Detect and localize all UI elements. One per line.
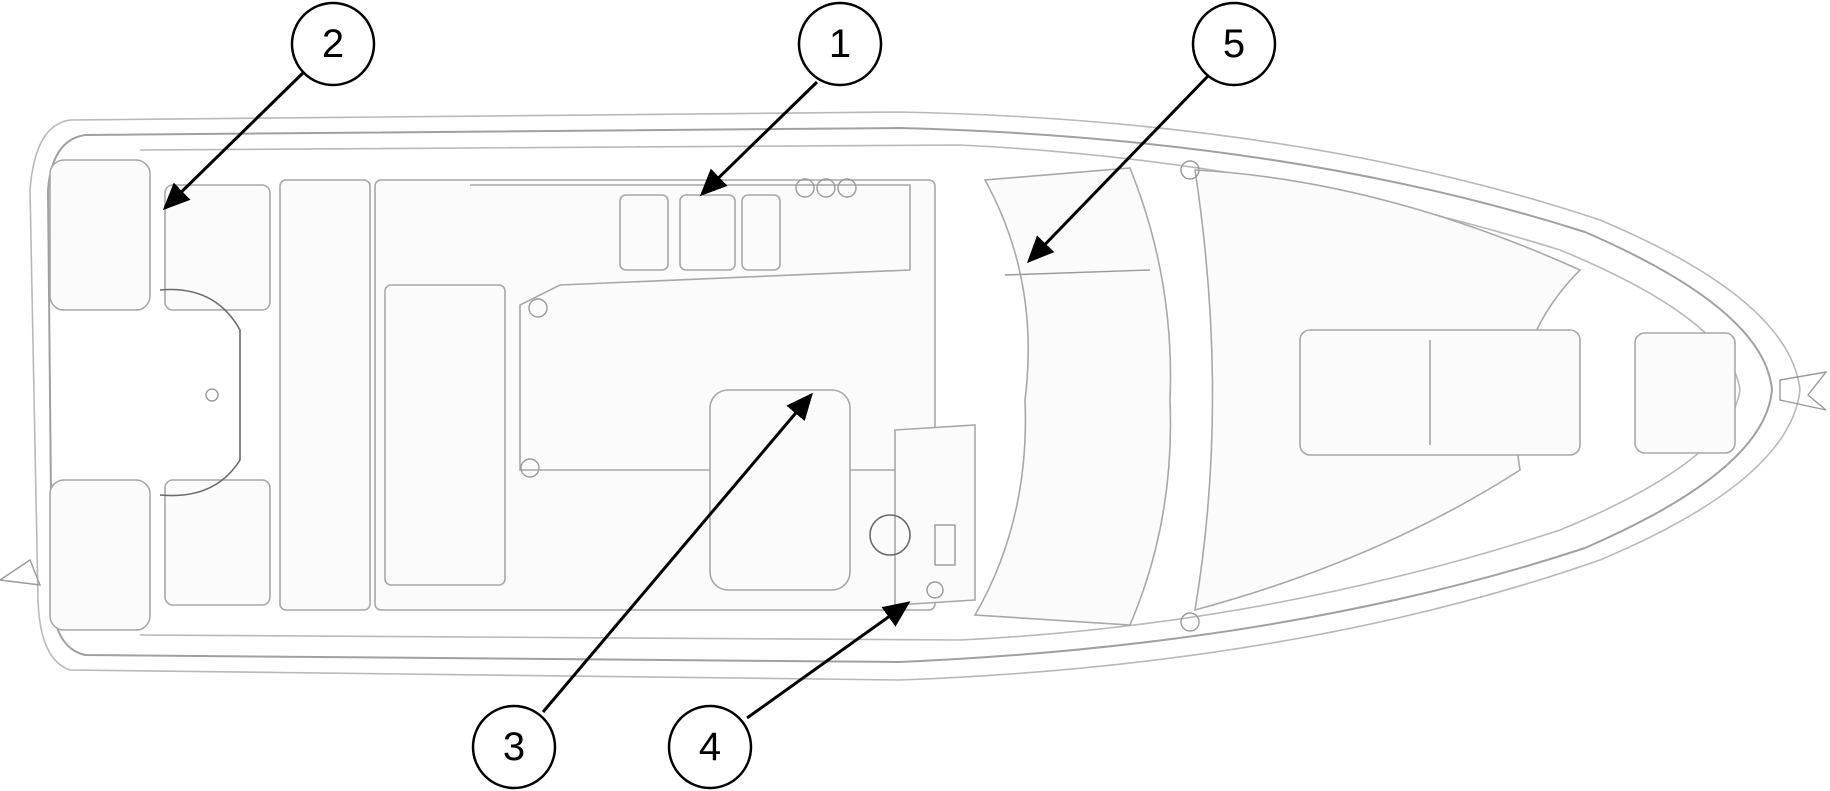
leader-line-2 bbox=[162, 68, 308, 211]
bow-area bbox=[1180, 160, 1736, 632]
steering-wheel bbox=[869, 514, 911, 556]
callout-3: 3 bbox=[471, 704, 557, 790]
helm-seat bbox=[709, 389, 851, 591]
stern-area bbox=[49, 159, 371, 631]
cockpit-area bbox=[374, 178, 936, 611]
callout-label: 3 bbox=[503, 725, 525, 769]
windshield bbox=[973, 167, 1172, 626]
callout-1: 1 bbox=[797, 1, 883, 87]
callout-2: 2 bbox=[290, 1, 376, 87]
callout-label: 4 bbox=[699, 725, 721, 769]
callout-label: 1 bbox=[829, 22, 851, 66]
callout-label: 2 bbox=[322, 22, 344, 66]
leader-line-3 bbox=[541, 392, 813, 713]
callout-label: 5 bbox=[1223, 22, 1245, 66]
leader-line-4 bbox=[746, 601, 911, 720]
callout-5: 5 bbox=[1191, 1, 1277, 87]
callout-4: 4 bbox=[667, 704, 753, 790]
helm-console bbox=[869, 424, 976, 606]
bow-hatch bbox=[1299, 329, 1581, 456]
leader-line-5 bbox=[1026, 74, 1210, 264]
sink bbox=[619, 194, 669, 271]
leader-line-1 bbox=[699, 80, 819, 197]
